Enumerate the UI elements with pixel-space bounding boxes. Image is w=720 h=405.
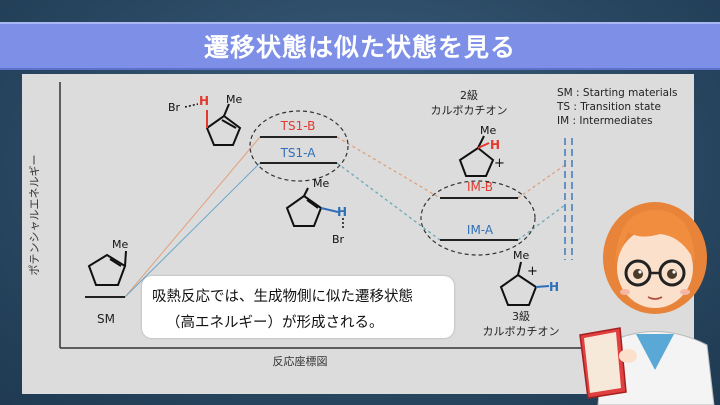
ima-h-label: H	[549, 280, 559, 294]
title-banner: 遷移状態は似た状態を見る	[0, 22, 720, 70]
ima-molecule-icon	[499, 261, 550, 306]
sm-me-label: Me	[112, 238, 128, 251]
ts1b-me-label: Me	[226, 93, 242, 106]
note-line-1: 吸熱反応では、生成物側に似た遷移状態	[152, 289, 413, 305]
sm-label: SM	[97, 312, 115, 326]
ts1a-to-ima-dash	[336, 162, 441, 241]
ts1b-br-label: Br	[168, 101, 181, 114]
ts1a-label: TS1-A	[280, 146, 317, 160]
page-title: 遷移状態は似た状態を見る	[203, 33, 516, 62]
secondary-title-1: 2級	[460, 89, 478, 102]
imb-plus-label: +	[494, 156, 505, 171]
legend-ts: TS : Transition state	[556, 101, 661, 113]
ts1b-h-label: H	[199, 94, 209, 108]
imb-out-dash	[517, 164, 566, 199]
imb-h-label: H	[490, 138, 500, 152]
ts-highlight-ellipse	[249, 110, 349, 182]
ts1a-h-label: H	[337, 205, 347, 219]
x-axis-label: 反応座標図	[273, 354, 328, 368]
secondary-title-2: カルボカチオン	[431, 104, 508, 117]
sm-molecule-icon	[87, 250, 127, 286]
callout-note: 吸熱反応では、生成物側に似た遷移状態 （高エネルギー）が形成される。	[142, 276, 454, 338]
ts1b-label: TS1-B	[280, 119, 316, 133]
imb-molecule-icon	[458, 135, 495, 177]
sm-to-ts1b-line	[124, 136, 261, 298]
imb-label: IM-B	[467, 180, 493, 194]
ts1b-to-imb-dash	[336, 136, 441, 199]
legend-im: IM : Intermediates	[557, 115, 653, 127]
note-line-2: （高エネルギー）が形成される。	[166, 315, 384, 331]
ima-me-label: Me	[513, 249, 529, 262]
ts1b-molecule-icon	[205, 103, 242, 146]
ima-plus-label: +	[527, 264, 538, 279]
girl-reading-illustration	[579, 202, 715, 405]
ts1b-br-bond	[184, 103, 199, 108]
y-axis-label: ポテンシャルエネルギー	[28, 155, 41, 276]
ts1a-br-label: Br	[332, 233, 345, 246]
imb-me-label: Me	[480, 124, 496, 137]
ts1a-me-label: Me	[313, 177, 329, 190]
ima-out-dash	[517, 204, 566, 241]
sm-to-ts1a-line	[124, 162, 261, 298]
tertiary-title-1: 3級	[512, 310, 530, 323]
tertiary-title-2: カルボカチオン	[483, 325, 560, 338]
ts1a-molecule-icon	[285, 187, 339, 227]
legend-sm: SM : Starting materials	[557, 87, 677, 99]
im-highlight-ellipse	[420, 180, 536, 256]
ima-label: IM-A	[467, 223, 494, 237]
